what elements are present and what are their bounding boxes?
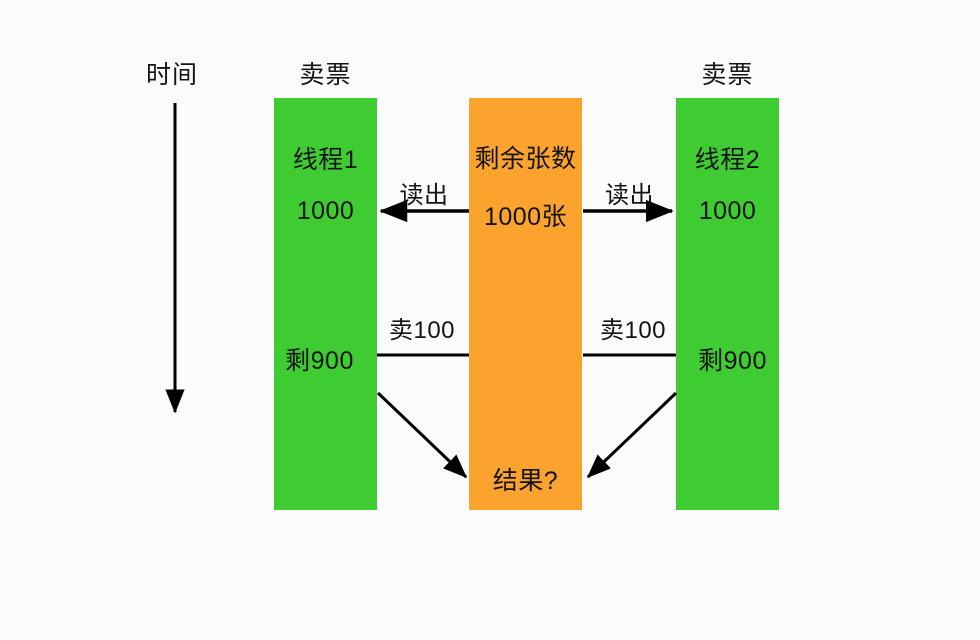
shared-result-value: 结果? bbox=[492, 467, 559, 495]
read-right-label: 读出 bbox=[605, 182, 654, 209]
thread2-remaining-value: 剩900 bbox=[698, 347, 767, 375]
shared-resource-column bbox=[469, 98, 582, 510]
time-axis-label: 时间 bbox=[146, 61, 199, 89]
sell-left-label: 卖100 bbox=[388, 317, 456, 344]
thread1-name: 线程1 bbox=[292, 146, 359, 174]
thread2-header: 卖票 bbox=[701, 61, 754, 89]
thread1-remaining-value: 剩900 bbox=[285, 347, 354, 375]
result-right-arrow bbox=[586, 391, 678, 479]
thread1-read-value: 1000 bbox=[296, 197, 355, 225]
thread1-header: 卖票 bbox=[299, 61, 352, 89]
thread2-name: 线程2 bbox=[694, 146, 761, 174]
shared-title: 剩余张数 bbox=[474, 145, 577, 173]
sell-right-label: 卖100 bbox=[599, 317, 667, 344]
shared-value: 1000张 bbox=[483, 203, 568, 231]
thread1-column bbox=[274, 98, 377, 510]
result-left-arrow bbox=[376, 391, 468, 479]
thread2-read-value: 1000 bbox=[698, 197, 757, 225]
read-left-label: 读出 bbox=[399, 182, 449, 209]
thread2-column bbox=[676, 98, 779, 510]
